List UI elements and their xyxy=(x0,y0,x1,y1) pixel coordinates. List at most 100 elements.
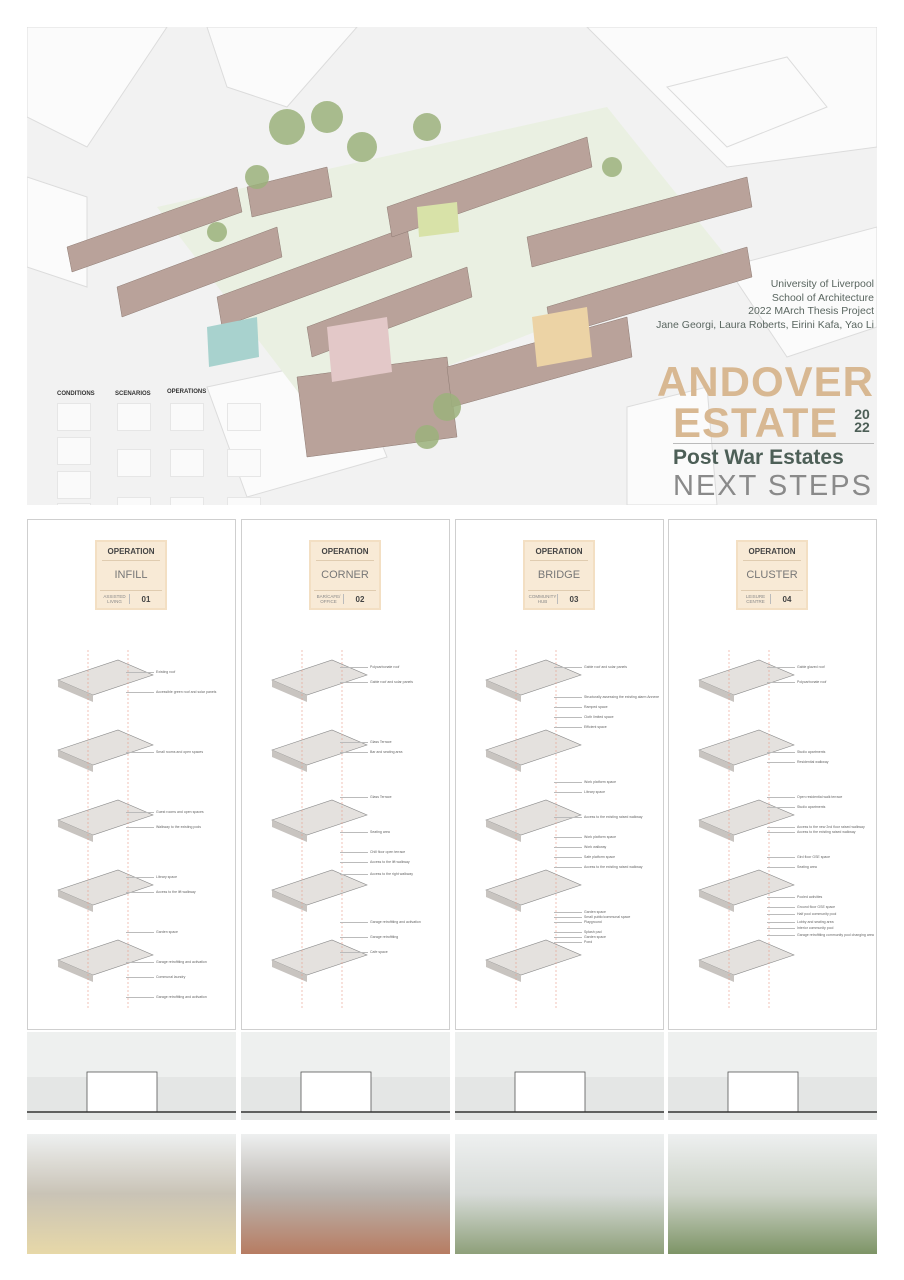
floor-plate-edge xyxy=(272,820,307,842)
legend-tile xyxy=(117,403,151,431)
annotation-label: Existing roof xyxy=(125,670,176,674)
operation-name: BRIDGE xyxy=(537,569,581,581)
annotation-label: Garage retrofitting and activation xyxy=(126,995,207,999)
annotation-label: Garage retrofitting and activation xyxy=(340,920,421,924)
annotation-label: Seating area xyxy=(340,830,390,834)
operation-name: CORNER xyxy=(321,569,369,581)
annotation-label: Access to the existing raised walkway xyxy=(767,830,856,834)
annotation-label: Glass Terrace xyxy=(340,795,392,799)
annotation-label: Walkway to the existing pods xyxy=(125,825,202,829)
subtitle: Post War Estates xyxy=(673,446,844,469)
operation-name: INFILL xyxy=(114,569,148,581)
section-drawing xyxy=(27,1032,236,1120)
exploded-axonometric xyxy=(271,650,368,1010)
floor-plate-edge xyxy=(272,890,307,912)
annotation-label: Accessible green roof and solar panels xyxy=(125,690,217,694)
floor-plate-edge xyxy=(486,680,521,702)
operation-heading: OPERATION xyxy=(102,547,160,561)
floor-plate-edge xyxy=(699,890,734,912)
annotation-label: Interior community pool xyxy=(766,926,834,930)
annotation-label: Garage retrofitting and activation xyxy=(126,960,207,964)
site-axonometric: CONDITIONS SCENARIOS OPERATIONS xyxy=(27,27,877,505)
annotation-label: Gable roof and solar panels xyxy=(340,680,413,684)
floor-plate-edge xyxy=(699,750,734,772)
annotation-label: Access to the lift walkway xyxy=(126,890,196,894)
credit-school: School of Architecture xyxy=(771,291,874,304)
exploded-floor-plate xyxy=(271,939,368,976)
exploded-floor-plate xyxy=(271,799,368,836)
annotation-label: Cafe space xyxy=(340,950,388,954)
floor-plate-edge xyxy=(58,890,93,912)
legend-operations-heading: OPERATIONS xyxy=(167,389,207,395)
visualisation-render xyxy=(455,1134,664,1254)
operation-use: LEISURE CENTRE xyxy=(741,594,771,604)
annotation-label: Efficient space xyxy=(554,725,607,729)
annotation-label: Gird floor GSE space xyxy=(766,855,831,859)
annotation-label: Garage retrofitting community pool chang… xyxy=(767,933,874,937)
visualisation-render xyxy=(668,1134,877,1254)
annotation-label: Gable roof and solar panels xyxy=(554,665,627,669)
floor-plate-edge xyxy=(699,680,734,702)
credit-authors: Jane Georgi, Laura Roberts, Eirini Kafa,… xyxy=(656,318,874,331)
exploded-floor-plate xyxy=(485,799,582,836)
operation-use: BAR/CAFE/ OFFICE xyxy=(314,594,344,604)
year-top: 20 xyxy=(854,406,870,422)
legend-tile xyxy=(57,403,91,431)
annotation-label: Work walkway xyxy=(553,845,607,849)
annotation-label: Communal laundry xyxy=(125,975,186,979)
annotation-label: Garden space xyxy=(126,930,178,934)
exploded-floor-plate xyxy=(57,869,154,906)
annotation-label: Ground floor GSE space xyxy=(766,905,836,909)
exploded-floor-plate xyxy=(485,869,582,906)
annotation-label: Pooled activities xyxy=(766,895,823,899)
floor-plate-edge xyxy=(58,820,93,842)
operation-name: CLUSTER xyxy=(746,569,798,581)
annotation-label: Access to the new 2nd floor raised walkw… xyxy=(767,825,865,829)
floor-plate-edge xyxy=(486,960,521,982)
operation-number: 01 xyxy=(141,594,151,604)
annotation-label: Glass Terrace xyxy=(340,740,392,744)
annotation-label: Access to the lift walkway xyxy=(340,860,410,864)
year-bottom: 22 xyxy=(854,419,870,435)
annotation-label: Work platform space xyxy=(553,835,617,839)
operation-number: 04 xyxy=(782,594,792,604)
operation-use: COMMUNITY HUB xyxy=(528,594,558,604)
annotation-label: Library space xyxy=(125,875,178,879)
annotation-label: Playground xyxy=(554,920,602,924)
operation-heading: OPERATION xyxy=(743,547,801,561)
legend-tile xyxy=(117,497,151,505)
annotation-label: Chill floor open terrace xyxy=(339,850,406,854)
annotation-label: Small rooms and open spaces xyxy=(125,750,204,754)
credits: University of Liverpool School of Archit… xyxy=(656,278,874,332)
annotation-label: Structurally assessing the existing alar… xyxy=(553,695,660,699)
visualisation-render xyxy=(27,1134,236,1254)
conditions-scenarios-operations-legend: CONDITIONS SCENARIOS OPERATIONS xyxy=(57,389,277,505)
exploded-axonometric xyxy=(57,650,154,1010)
floor-plate-edge xyxy=(699,820,734,842)
exploded-floor-plate xyxy=(485,729,582,766)
legend-tile xyxy=(117,449,151,477)
annotation-label: Pond xyxy=(553,940,593,944)
annotation-label: Ramped space xyxy=(554,705,608,709)
annotation-label: Polycarbonate roof xyxy=(766,680,827,684)
section-drawing xyxy=(668,1032,877,1120)
annotation-label: Guest rooms and open spaces xyxy=(126,810,204,814)
title-andover: ANDOVER xyxy=(656,358,874,405)
annotation-label: Access to the existing raised walkway xyxy=(554,815,643,819)
annotation-label: Splash pad xyxy=(554,930,602,934)
visualisation-render xyxy=(241,1134,450,1254)
section-drawing xyxy=(455,1032,664,1120)
operation-heading: OPERATION xyxy=(530,547,588,561)
annotation-label: Seating area xyxy=(767,865,817,869)
annotation-label: Polycarbonate roof xyxy=(339,665,400,669)
exploded-floor-plate xyxy=(485,659,582,696)
exploded-axonometric xyxy=(698,650,795,1010)
exploded-floor-plate xyxy=(271,869,368,906)
floor-plate-edge xyxy=(58,960,93,982)
legend-scenarios-heading: SCENARIOS xyxy=(115,391,151,397)
